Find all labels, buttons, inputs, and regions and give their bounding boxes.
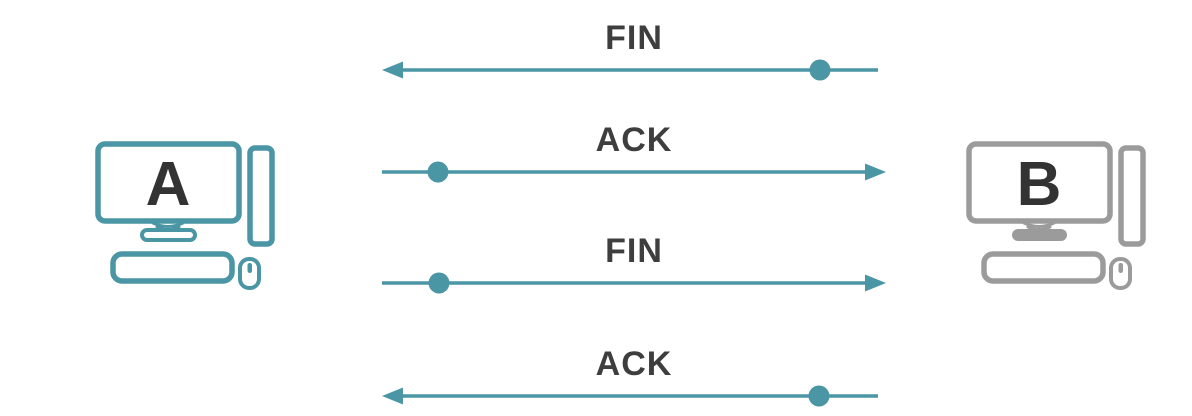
- arrow-head-left: [382, 387, 403, 405]
- mouse-wheel: [1118, 263, 1123, 273]
- monitor: [95, 141, 242, 224]
- mouse: [1109, 257, 1132, 290]
- tower: [247, 145, 275, 247]
- monitor: [966, 141, 1113, 224]
- message-row-ack-2: ACK: [380, 345, 888, 411]
- arrow-left-icon: [382, 385, 878, 407]
- monitor-stand-base: [1012, 229, 1067, 241]
- message-row-fin-2: FIN: [380, 232, 888, 298]
- message-row-fin-1: FIN: [380, 19, 888, 85]
- computer-b-icon: B: [966, 141, 1146, 290]
- computer-b-letter: B: [1017, 150, 1062, 219]
- message-label: FIN: [605, 232, 663, 270]
- tower: [1118, 145, 1146, 247]
- packet-dot: [809, 59, 831, 81]
- arrow-head-right: [865, 163, 886, 181]
- arrow-head-left: [382, 61, 403, 79]
- packet-dot: [428, 272, 450, 294]
- message-label: FIN: [605, 19, 663, 57]
- message-row-ack-1: ACK: [380, 121, 888, 187]
- keyboard: [981, 251, 1106, 284]
- message-label: ACK: [595, 121, 673, 159]
- mouse: [238, 257, 261, 290]
- message-label: ACK: [595, 345, 673, 383]
- monitor-stand-neck: [1022, 221, 1056, 228]
- keyboard: [110, 251, 235, 284]
- computer-a-icon: A: [95, 141, 275, 290]
- packet-dot: [808, 385, 830, 407]
- monitor-stand-neck: [151, 221, 185, 228]
- computer-b: B: [964, 138, 1148, 292]
- monitor-stand-base: [140, 228, 197, 242]
- packet-dot: [427, 161, 449, 183]
- arrow-head-right: [865, 274, 886, 292]
- arrow-right-icon: [382, 272, 886, 294]
- computer-a-letter: A: [146, 150, 191, 219]
- computer-a: A: [93, 138, 277, 292]
- arrow-left-icon: [382, 59, 878, 81]
- mouse-wheel: [247, 263, 252, 273]
- arrow-right-icon: [382, 161, 886, 183]
